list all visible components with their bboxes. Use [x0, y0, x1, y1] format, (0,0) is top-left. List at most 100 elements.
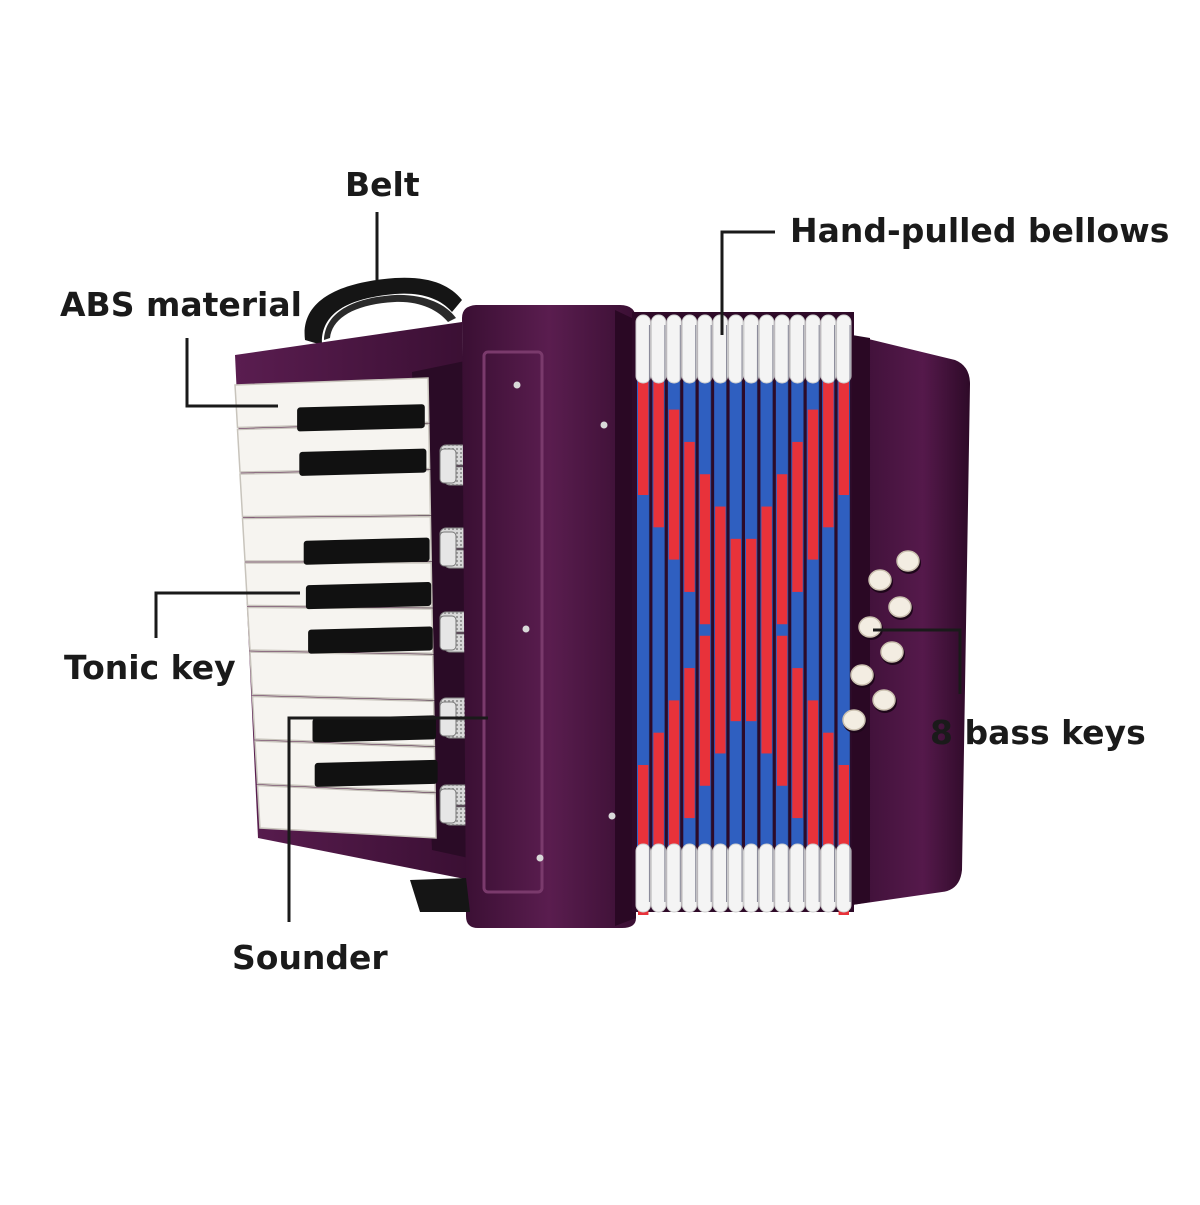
bellows-cap-bottom: [805, 843, 821, 913]
sounder-leader: [287, 716, 488, 922]
bellows-red: [668, 409, 680, 560]
sounder-clip: [439, 531, 457, 567]
white-key: [256, 784, 437, 839]
bellows-fold: [774, 314, 790, 913]
belt-label: Belt: [345, 165, 420, 204]
bellows-cap-top: [805, 314, 821, 384]
bellows-leader: [720, 230, 775, 335]
black-key: [297, 404, 425, 432]
bellows-cap-bottom: [743, 843, 759, 913]
bellows-red: [684, 441, 695, 592]
bellows-cap-bottom: [697, 843, 713, 913]
bellows-red: [699, 635, 711, 786]
bellows-red: [668, 700, 680, 851]
bellows-fold: [681, 314, 698, 913]
bellows-cap-bottom: [728, 843, 744, 913]
abs-material-label: ABS material: [60, 285, 302, 324]
bellows-fold: [789, 314, 806, 913]
tonic-key-label: Tonic key: [64, 648, 236, 687]
bellows-red: [761, 603, 772, 754]
bellows-cap-top: [712, 314, 729, 384]
bellows-fold: [820, 314, 837, 913]
abs-leader: [185, 338, 278, 408]
bellows-red: [823, 377, 834, 528]
bellows-cap-top: [728, 314, 744, 384]
bellows-red: [746, 538, 757, 689]
bellows-fold: [805, 314, 821, 913]
bellows-cap-bottom: [650, 843, 667, 913]
bellows: [632, 312, 854, 915]
bellows-red: [730, 571, 741, 722]
bass-button: [872, 689, 896, 711]
bellows-red: [761, 506, 772, 657]
bellows-cap-bottom: [774, 843, 790, 913]
bellows-cap-top: [635, 314, 651, 384]
black-key: [314, 759, 438, 787]
bellows-fold: [836, 314, 852, 915]
screws: [513, 381, 616, 862]
bellows-red: [684, 668, 695, 819]
bellows-fold: [712, 314, 729, 913]
bellows-cap-top: [758, 314, 775, 384]
white-key: [249, 651, 435, 701]
bass-button: [896, 550, 920, 572]
callout-lines: [154, 212, 962, 922]
white-key: [239, 469, 432, 518]
bass-leader: [873, 628, 962, 694]
sounder-clip: [439, 448, 457, 484]
bellows-cap-top: [743, 314, 759, 384]
bellows-cap-bottom: [836, 843, 852, 913]
bellows-red: [792, 668, 803, 819]
bellows-cap-top: [681, 314, 698, 384]
treble-grille-frame: [482, 350, 544, 894]
bellows-red: [776, 635, 788, 786]
bellows-fold: [728, 314, 744, 913]
black-keys: [297, 404, 438, 787]
treble-body: [462, 305, 636, 928]
bellows-fold: [743, 314, 759, 913]
bass-body-rim: [852, 335, 870, 905]
bass-button: [880, 641, 904, 663]
bellows-cap-top: [666, 314, 682, 384]
bellows-red: [715, 603, 726, 754]
sounder-clip: [439, 788, 457, 824]
sounder-label: Sounder: [232, 938, 388, 977]
bellows-cap-bottom: [820, 843, 837, 913]
bellows-red: [638, 765, 649, 915]
sounder-clip: [439, 615, 457, 651]
bellows-fold: [697, 314, 713, 913]
black-key: [299, 448, 427, 476]
strap-foot: [410, 878, 470, 912]
bellows-red: [807, 409, 819, 560]
bass-body: [852, 335, 970, 905]
bellows-fold: [758, 314, 775, 913]
black-key: [303, 537, 430, 565]
bellows-red: [838, 345, 849, 495]
bellows-cap-top: [836, 314, 852, 384]
bellows-cap-bottom: [681, 843, 698, 913]
bass-keys-label: 8 bass keys: [930, 713, 1146, 752]
bellows-red: [838, 765, 849, 915]
bellows-fold: [650, 314, 667, 913]
bellows-red: [807, 700, 819, 851]
bellows-red: [823, 732, 834, 883]
bellows-cap-bottom: [635, 843, 651, 913]
belt-strap-inner: [324, 294, 456, 340]
bellows-cap-bottom: [758, 843, 775, 913]
treble-body-edge: [615, 310, 636, 926]
bass-button: [858, 616, 882, 638]
bass-buttons: [842, 550, 921, 733]
black-key: [312, 715, 436, 743]
bellows-cap-top: [650, 314, 667, 384]
black-key: [308, 626, 433, 654]
bellows-label: Hand-pulled bellows: [790, 211, 1170, 250]
bellows-red: [776, 474, 788, 625]
belt-strap: [304, 277, 462, 345]
bellows-cap-top: [789, 314, 806, 384]
bellows-red: [699, 474, 711, 625]
bass-button: [842, 709, 866, 731]
black-key: [305, 582, 432, 610]
bellows-red: [638, 345, 649, 495]
